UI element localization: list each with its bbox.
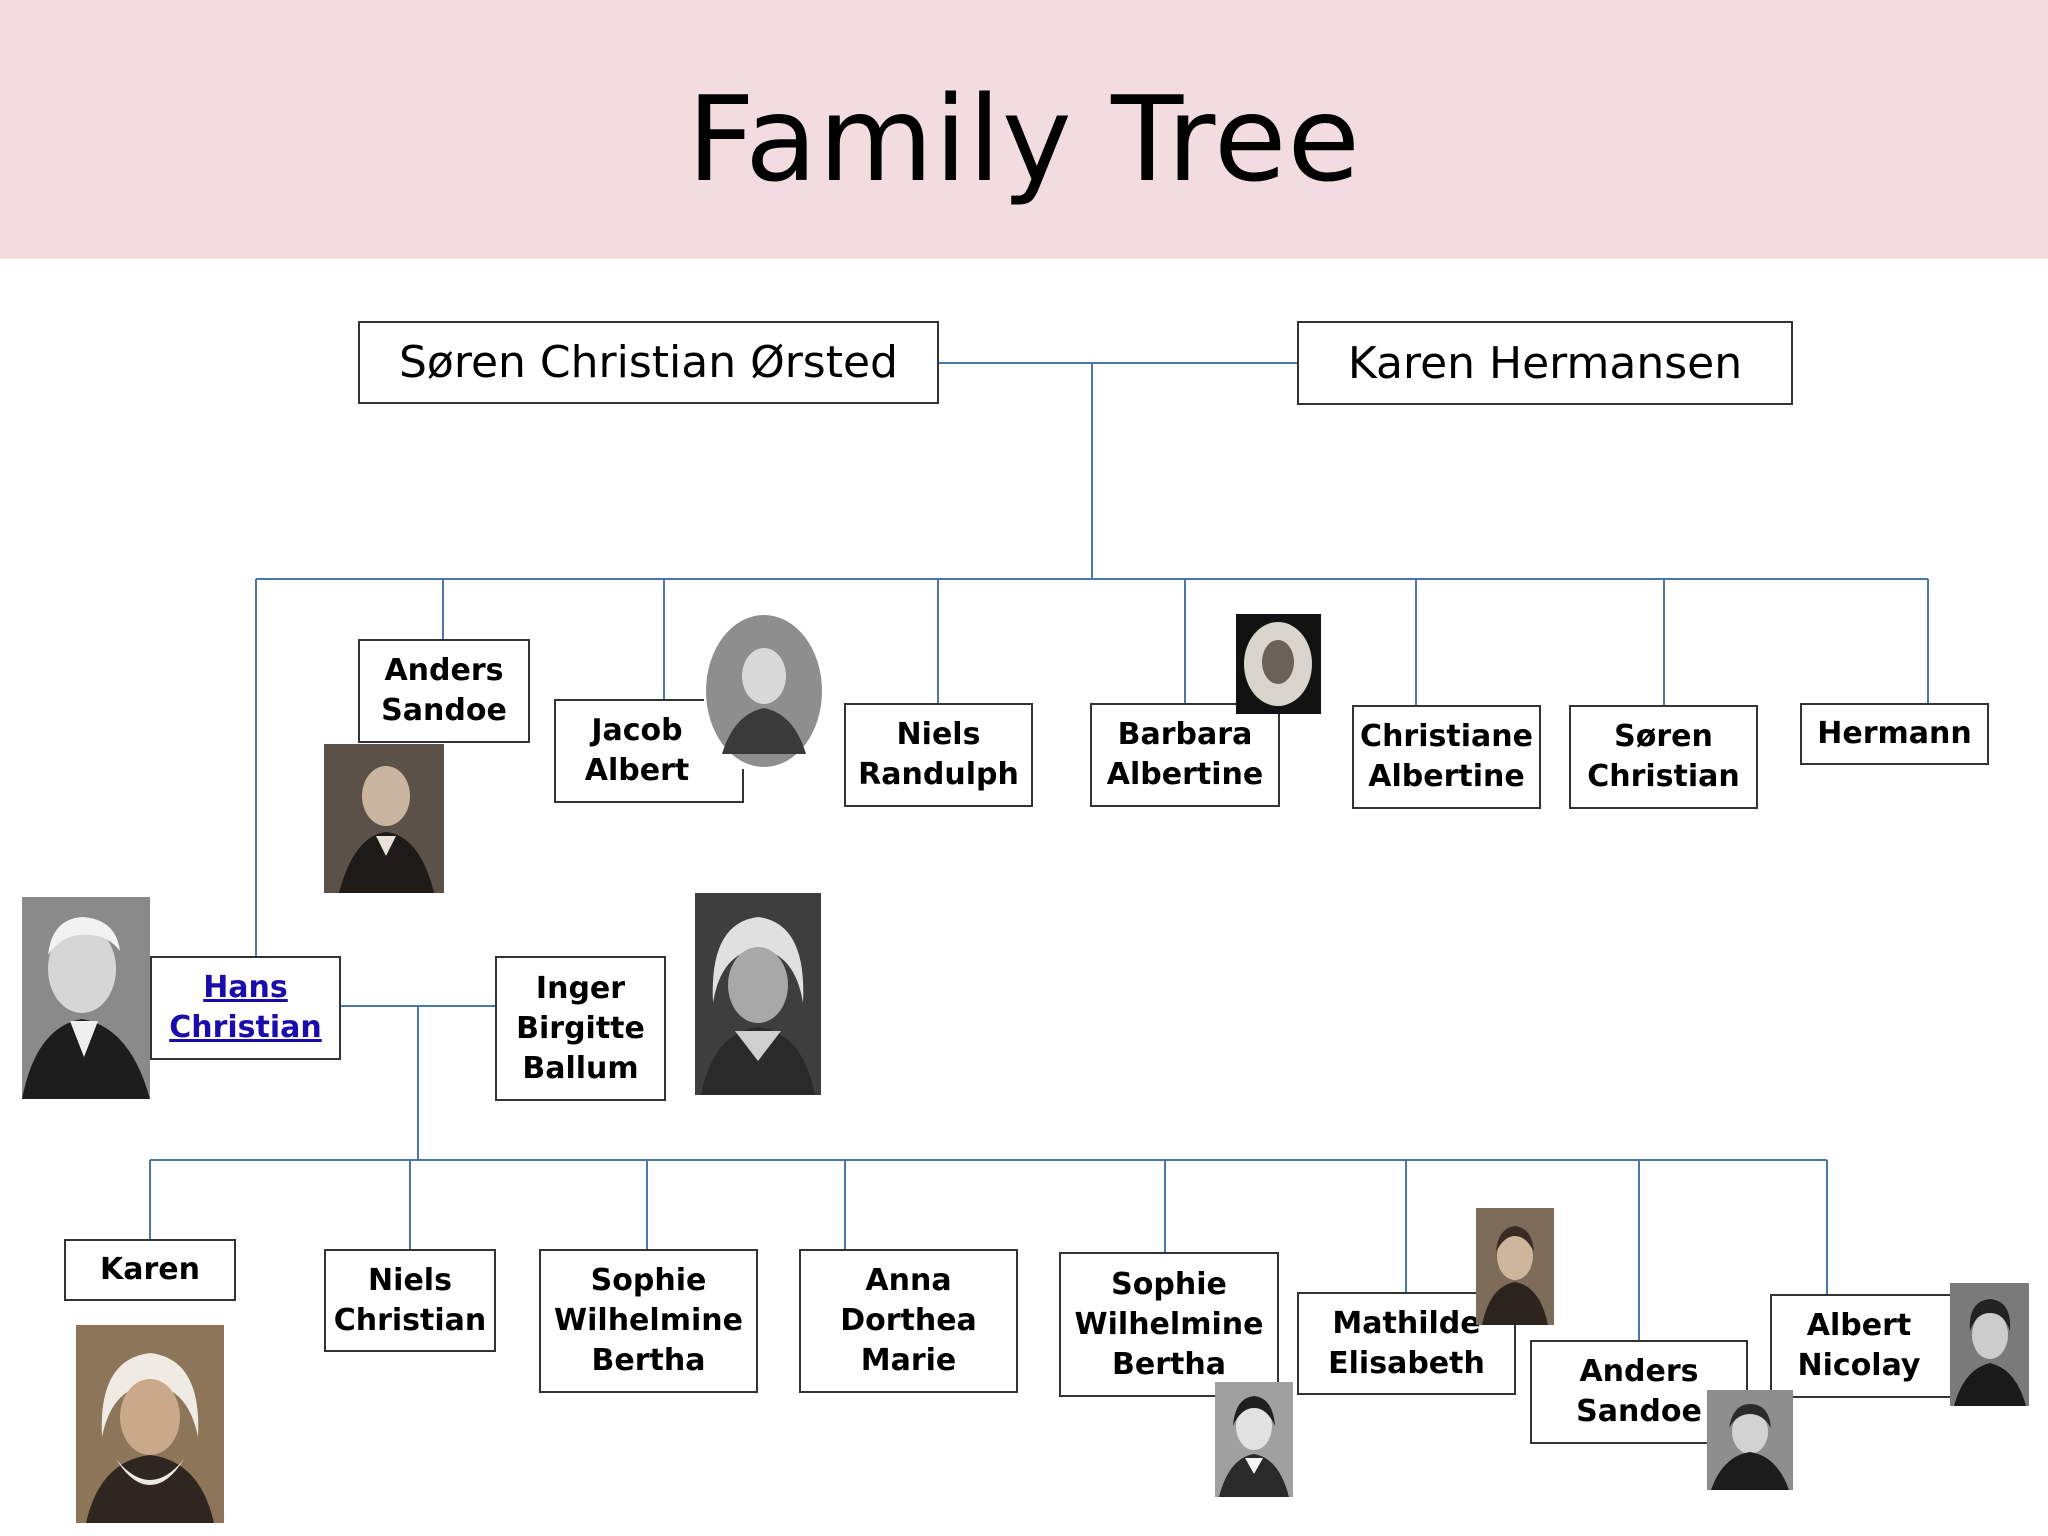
parent-box-father: Søren Christian Ørsted bbox=[358, 321, 939, 404]
portrait-photo-barbara-albertine bbox=[1236, 614, 1321, 714]
child-box-christiane-albertine: Christiane Albertine bbox=[1352, 705, 1541, 809]
child-box-hans-christian[interactable]: Hans Christian bbox=[150, 956, 341, 1060]
title-band: Family Tree bbox=[0, 0, 2048, 259]
grandchild-box-mathilde-elisabeth: Mathilde Elisabeth bbox=[1297, 1292, 1516, 1395]
child-box-anders-sandoe: Anders Sandoe bbox=[358, 639, 530, 743]
portrait-photo-karen bbox=[76, 1325, 224, 1523]
page-title: Family Tree bbox=[686, 70, 1362, 208]
parent-box-mother: Karen Hermansen bbox=[1297, 321, 1793, 405]
portrait-photo-inger-birgitte-ballum bbox=[695, 893, 821, 1095]
portrait-photo-anders-sandoe-grandchild bbox=[1707, 1390, 1793, 1490]
child-box-hermann: Hermann bbox=[1800, 703, 1989, 765]
portrait-photo-hans-christian bbox=[22, 897, 150, 1099]
portrait-photo-anders-sandoe bbox=[324, 744, 444, 893]
grandchild-box-albert-nicolay: Albert Nicolay bbox=[1770, 1294, 1960, 1398]
grandchild-box-anna-dorthea-marie: Anna Dorthea Marie bbox=[799, 1249, 1018, 1393]
portrait-photo-jacob-albert bbox=[704, 614, 824, 769]
grandchild-box-sophie-wilhelmine-bertha-2: Sophie Wilhelmine Bertha bbox=[1059, 1252, 1279, 1397]
child-box-barbara-albertine: Barbara Albertine bbox=[1090, 703, 1280, 807]
hans-christian-link-first[interactable]: Hans bbox=[203, 970, 288, 1005]
child-box-niels-randulph: Niels Randulph bbox=[844, 703, 1033, 807]
grandchild-box-karen: Karen bbox=[64, 1239, 236, 1301]
child-box-soren-christian: Søren Christian bbox=[1569, 705, 1758, 809]
portrait-photo-albert-nicolay bbox=[1950, 1283, 2029, 1406]
portrait-photo-mathilde-elisabeth bbox=[1476, 1208, 1554, 1325]
hans-christian-link-last[interactable]: Christian bbox=[169, 1010, 322, 1045]
grandchild-box-sophie-wilhelmine-bertha-1: Sophie Wilhelmine Bertha bbox=[539, 1249, 758, 1393]
spouse-box-inger-birgitte-ballum: Inger Birgitte Ballum bbox=[495, 956, 666, 1101]
portrait-photo-sophie-wilhelmine-bertha bbox=[1215, 1382, 1293, 1497]
grandchild-box-niels-christian: Niels Christian bbox=[324, 1249, 496, 1352]
